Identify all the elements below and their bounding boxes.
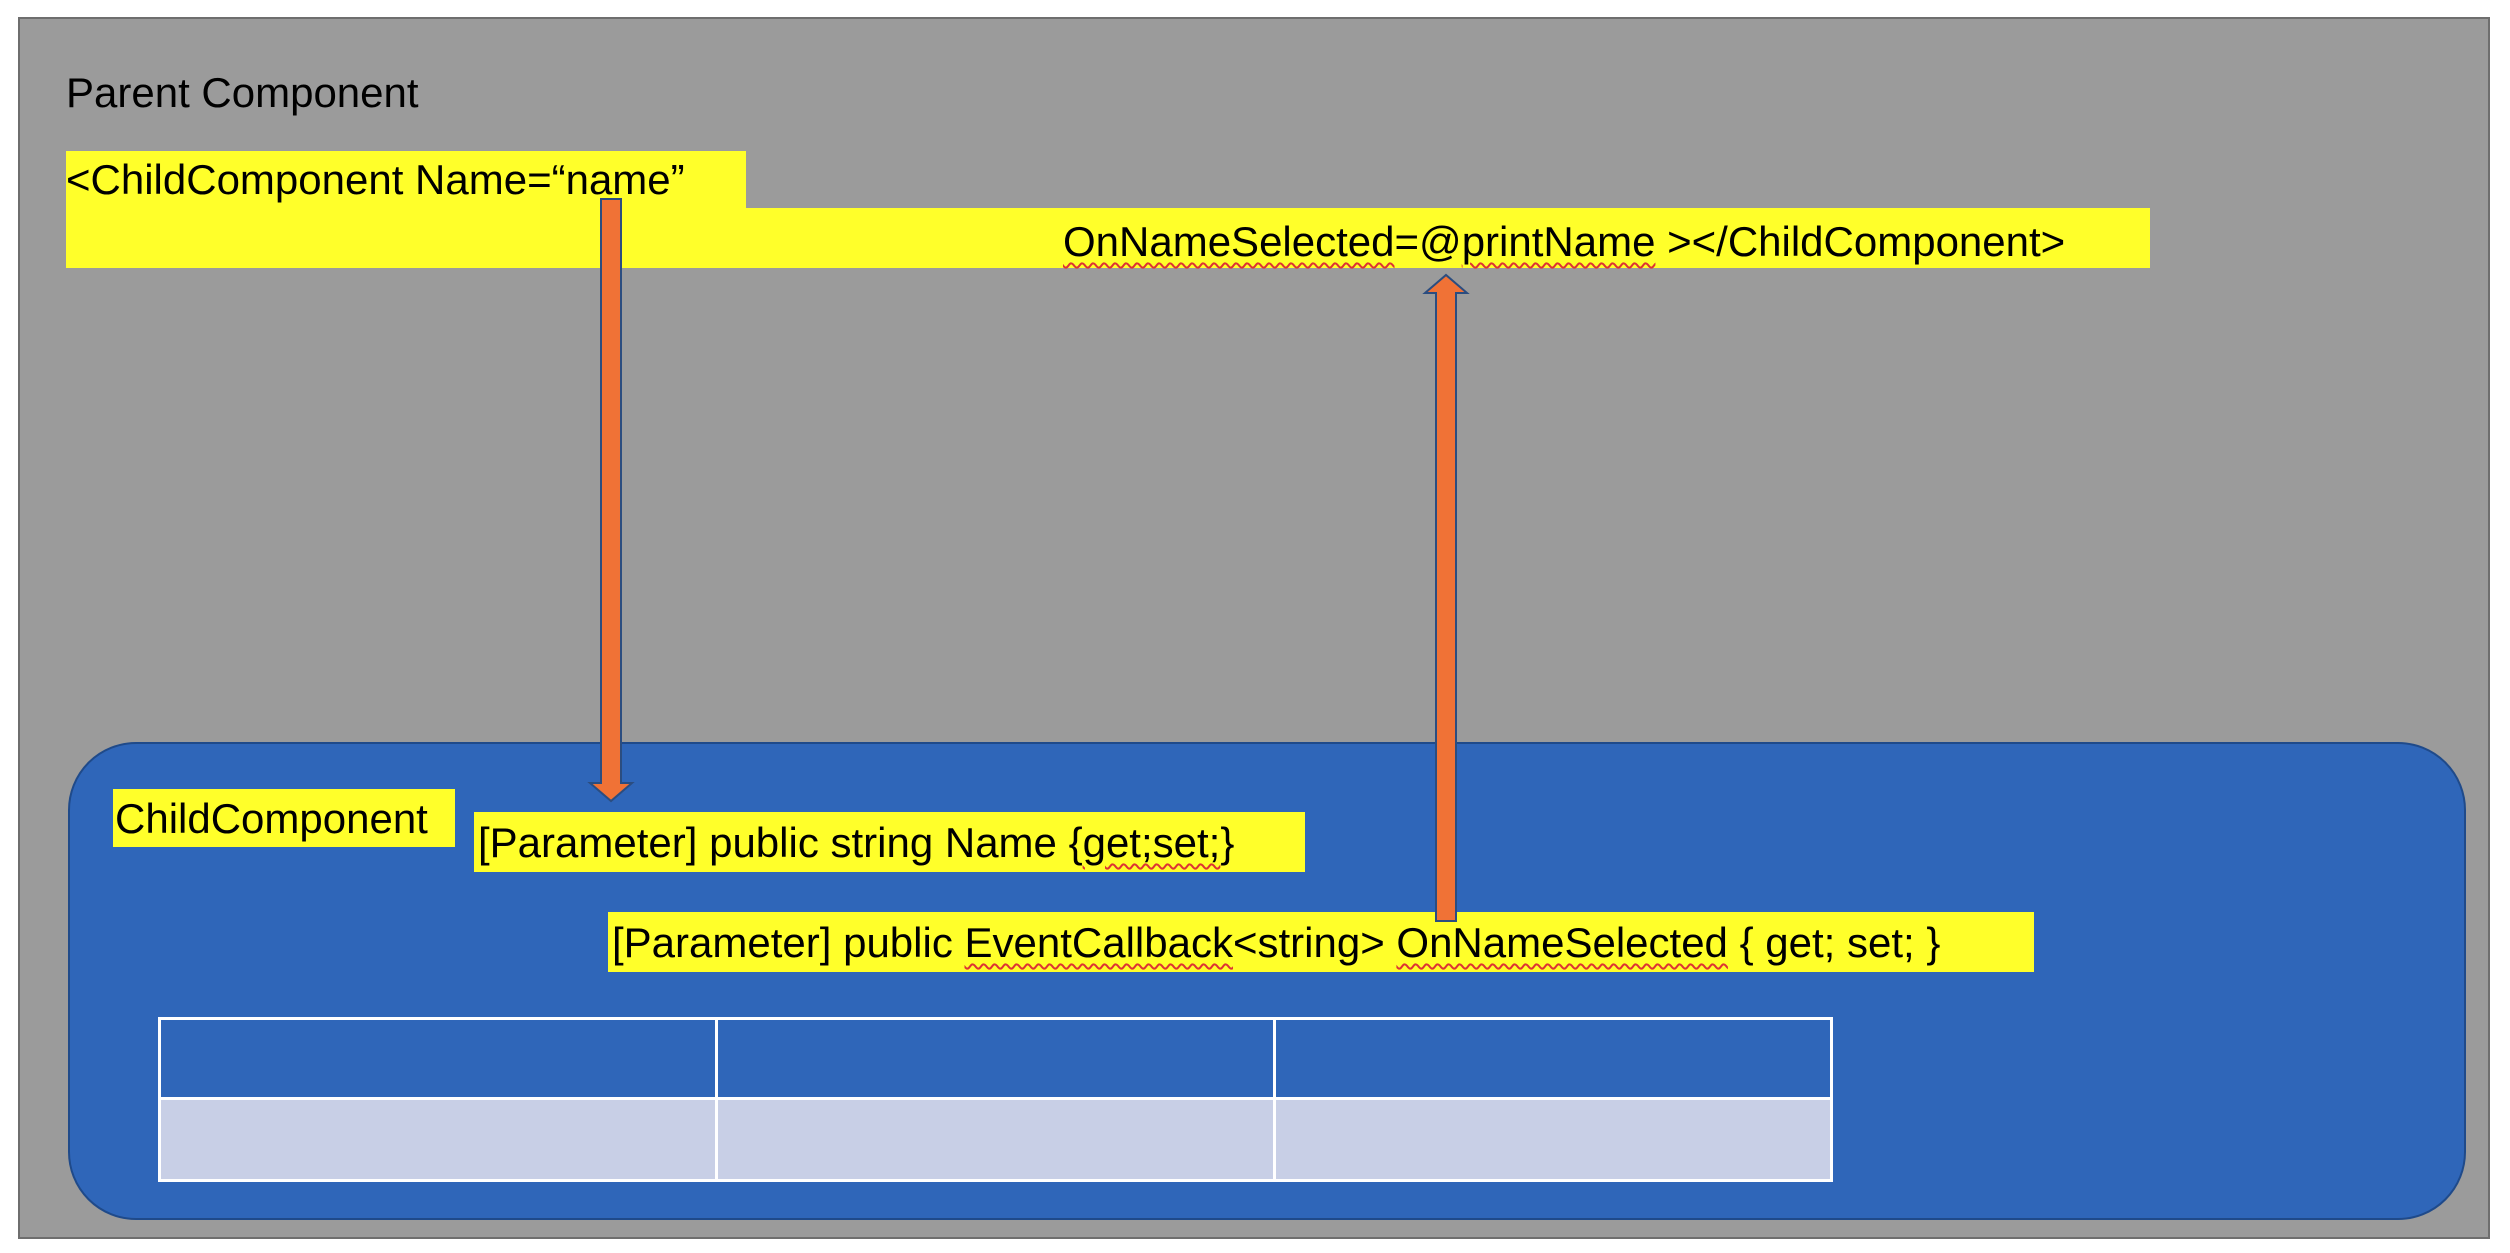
closing-tag: ></ChildComponent> [1655, 218, 2066, 265]
name-parameter-prefix: [Parameter] public string Name { [478, 819, 1083, 866]
table-cell [1272, 1017, 1834, 1100]
callback-parameter-prefix: [Parameter] public [612, 919, 965, 966]
print-name-handler: printName [1461, 218, 1656, 265]
table-cell [1272, 1096, 1834, 1183]
parent-component-title: Parent Component [66, 69, 419, 116]
table-cell [157, 1096, 719, 1183]
on-name-selected-attr: OnNameSelected [1063, 218, 1395, 265]
name-parameter-suffix: } [1220, 819, 1235, 866]
table-row [157, 1096, 1834, 1183]
table-cell [715, 1017, 1276, 1100]
parent-code-line-2: OnNameSelected=@printName ></ChildCompon… [1063, 221, 2065, 263]
callback-parameter-generic: <string> [1232, 919, 1397, 966]
child-component-title: ChildComponent [113, 789, 455, 847]
table-cell [715, 1096, 1276, 1183]
table-header-row [157, 1017, 1834, 1100]
parent-code-line-2-highlight [66, 208, 2150, 268]
table-cell [157, 1017, 719, 1100]
attr-equals: =@ [1394, 218, 1462, 265]
child-table [157, 1017, 1834, 1183]
parent-code-line-1: <ChildComponent Name=“name” [66, 151, 746, 209]
callback-parameter-prop: OnNameSelected [1396, 919, 1728, 966]
callback-parameter-type: EventCallback [964, 919, 1233, 966]
name-parameter-declaration: [Parameter] public string Name {get;set;… [474, 812, 1305, 872]
callback-parameter-declaration: [Parameter] public EventCallback<string>… [608, 912, 2034, 972]
callback-parameter-suffix: { get; set; } [1727, 919, 1941, 966]
name-parameter-accessors: get;set; [1082, 819, 1221, 866]
